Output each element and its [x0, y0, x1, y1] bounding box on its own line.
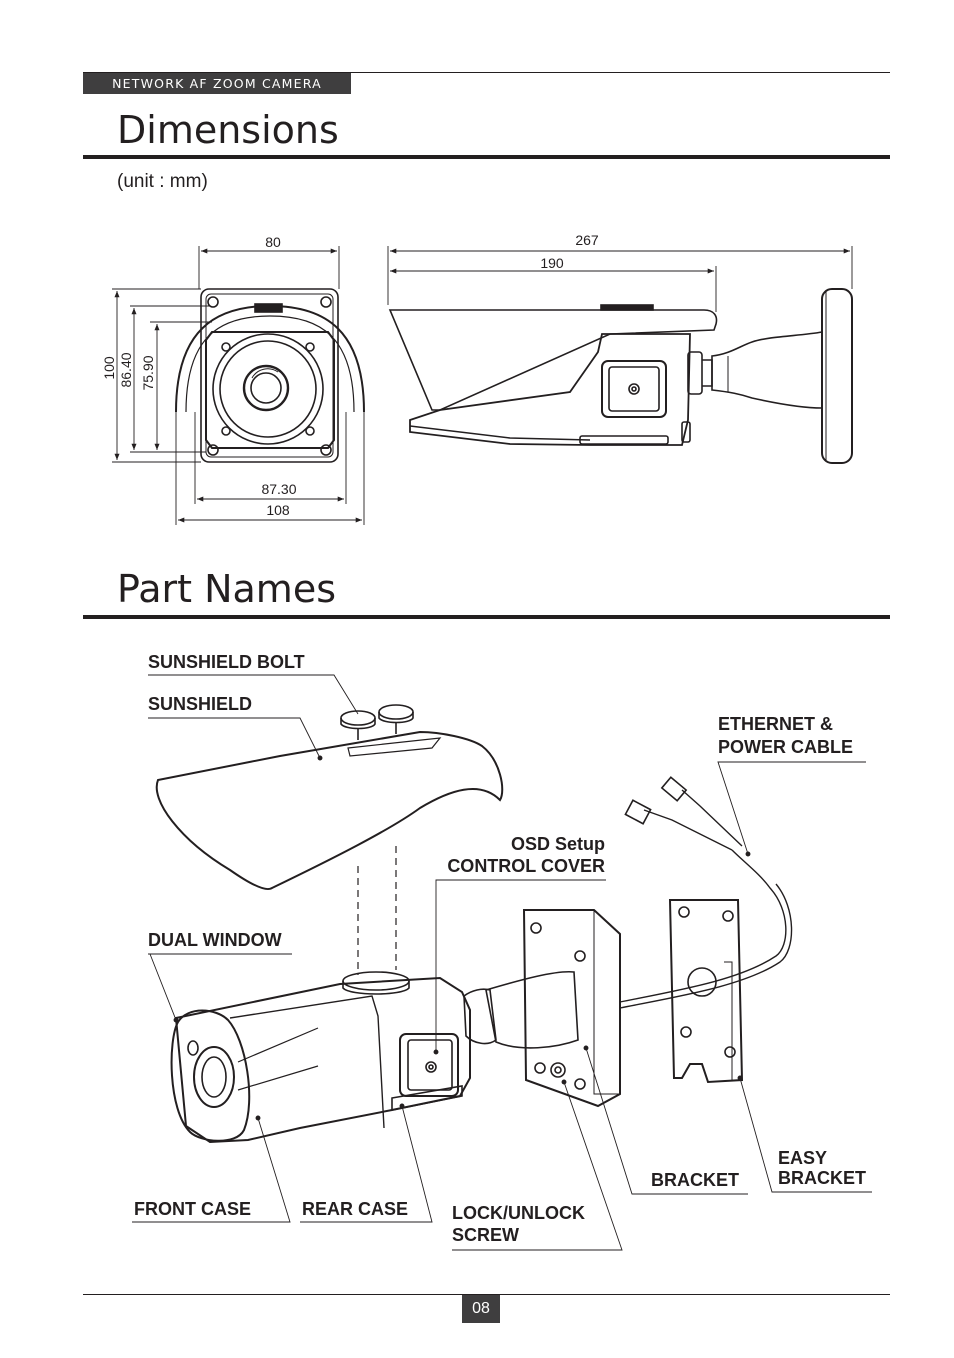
- dim-width-top: 80: [265, 234, 281, 250]
- footer-rule: [83, 1294, 890, 1295]
- product-tag: NETWORK AF ZOOM CAMERA: [83, 73, 351, 94]
- dim-length-body: 190: [540, 255, 564, 271]
- dim-height-outer: 100: [101, 356, 117, 380]
- label-rear-case: REAR CASE: [302, 1199, 408, 1219]
- dim-width-bottom: 108: [266, 502, 290, 518]
- label-osd-line2: CONTROL COVER: [447, 856, 605, 876]
- label-osd-line1: OSD Setup: [511, 834, 605, 854]
- label-easy-line1: EASY: [778, 1148, 827, 1168]
- dim-height-mid: 86.40: [118, 352, 134, 387]
- side-view-dimensions: [387, 246, 853, 312]
- header-rule: [83, 72, 890, 73]
- dim-height-inner: 75.90: [140, 355, 156, 390]
- label-lock-line2: SCREW: [452, 1225, 519, 1245]
- front-view-drawing: [175, 288, 365, 463]
- label-sunshield-bolt: SUNSHIELD BOLT: [148, 652, 305, 672]
- dimensions-title: Dimensions: [117, 108, 339, 152]
- label-easy-line2: BRACKET: [778, 1168, 866, 1188]
- label-ethernet-line2: POWER CABLE: [718, 737, 853, 757]
- unit-note: (unit : mm): [117, 171, 208, 192]
- label-ethernet-line1: ETHERNET &: [718, 714, 833, 734]
- label-front-case: FRONT CASE: [134, 1199, 251, 1219]
- leader-lines: [132, 674, 872, 1251]
- dim-width-mid: 87.30: [261, 481, 296, 497]
- dim-length-total: 267: [575, 232, 599, 248]
- exploded-view-drawing: [155, 704, 793, 1144]
- front-view-dimensions: [112, 246, 365, 525]
- label-lock-line1: LOCK/UNLOCK: [452, 1203, 585, 1223]
- label-bracket: BRACKET: [651, 1170, 739, 1190]
- part-names-title-rule: [83, 615, 890, 619]
- side-view-drawing: [388, 288, 853, 464]
- label-dual-window: DUAL WINDOW: [148, 930, 282, 950]
- page-number: 08: [462, 1295, 500, 1323]
- dimensions-title-rule: [83, 155, 890, 159]
- label-sunshield: SUNSHIELD: [148, 694, 252, 714]
- part-names-title: Part Names: [117, 567, 337, 611]
